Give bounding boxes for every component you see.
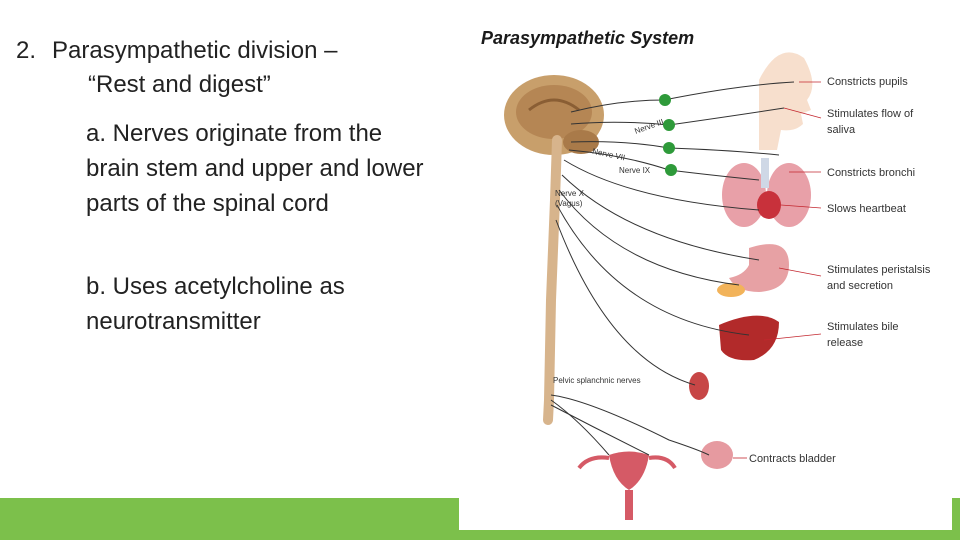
diagram-title: Parasympathetic System xyxy=(481,28,694,49)
label-constricts-pupils: Constricts pupils xyxy=(827,74,947,90)
kidney xyxy=(689,372,709,400)
bullet-2: 2.Parasympathetic division – “Rest and d… xyxy=(16,34,446,102)
bullet-heading-line1: Parasympathetic division – xyxy=(52,37,337,64)
ganglia xyxy=(659,94,677,176)
nerve-label-pelvic: Pelvic splanchnic nerves xyxy=(553,376,641,385)
label-peristalsis: Stimulates peristalsis and secretion xyxy=(827,262,949,294)
label-bile: Stimulates bile release xyxy=(827,319,917,351)
nerve-label-x: Nerve X xyxy=(555,189,584,198)
bullet-heading-line2: “Rest and digest” xyxy=(16,68,446,102)
lungs-left xyxy=(722,163,766,227)
bladder xyxy=(701,441,733,469)
label-saliva: Stimulates flow of saliva xyxy=(827,106,923,138)
heart xyxy=(757,191,781,219)
label-bladder: Contracts bladder xyxy=(749,451,879,467)
nerve-label-ix: Nerve IX xyxy=(619,166,650,175)
bullet-number: 2. xyxy=(16,34,52,68)
liver xyxy=(719,316,779,361)
sub-bullet-b: b. Uses acetylcholine as neurotransmitte… xyxy=(86,269,436,339)
label-heartbeat: Slows heartbeat xyxy=(827,201,947,217)
label-bronchi: Constricts bronchi xyxy=(827,165,947,181)
sub-bullet-a: a. Nerves originate from the brain stem … xyxy=(86,116,436,221)
parasympathetic-diagram: Parasympathetic System Constricts pupils… xyxy=(459,0,952,530)
face-profile xyxy=(759,52,812,150)
uterus xyxy=(609,452,649,491)
nerve-label-vagus: (Vagus) xyxy=(555,199,582,208)
